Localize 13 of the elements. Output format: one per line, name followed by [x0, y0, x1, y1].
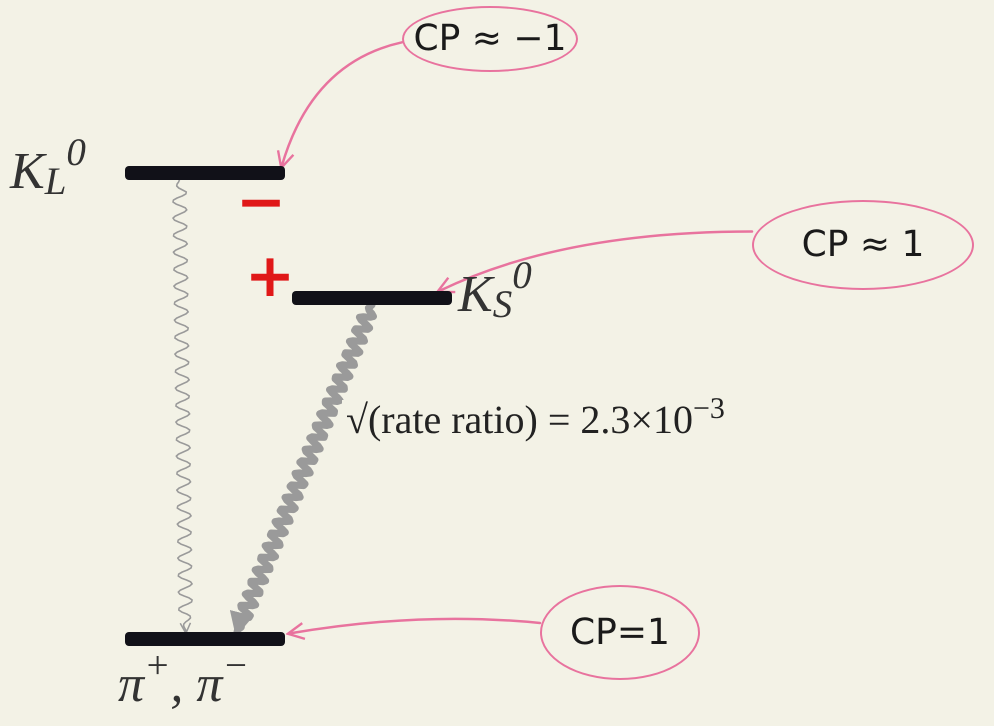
callout-ellipse: CP ≈ 1: [752, 200, 974, 290]
state-label: π$^{+}$, π$^{−}$: [118, 652, 249, 715]
callout-arrow: [436, 230, 754, 294]
energy-level-bar: [125, 632, 285, 646]
wavy-arrow: [172, 179, 193, 634]
callout-ellipse: CP=1: [540, 585, 700, 680]
callout-arrow: [286, 618, 542, 640]
sign-label: −: [238, 182, 284, 222]
energy-level-bar: [292, 291, 452, 305]
sign-label: +: [245, 248, 295, 304]
callout-arrow: [277, 41, 404, 170]
energy-level-bar: [125, 166, 285, 180]
callout-ellipse: CP ≈ −1: [402, 6, 578, 72]
